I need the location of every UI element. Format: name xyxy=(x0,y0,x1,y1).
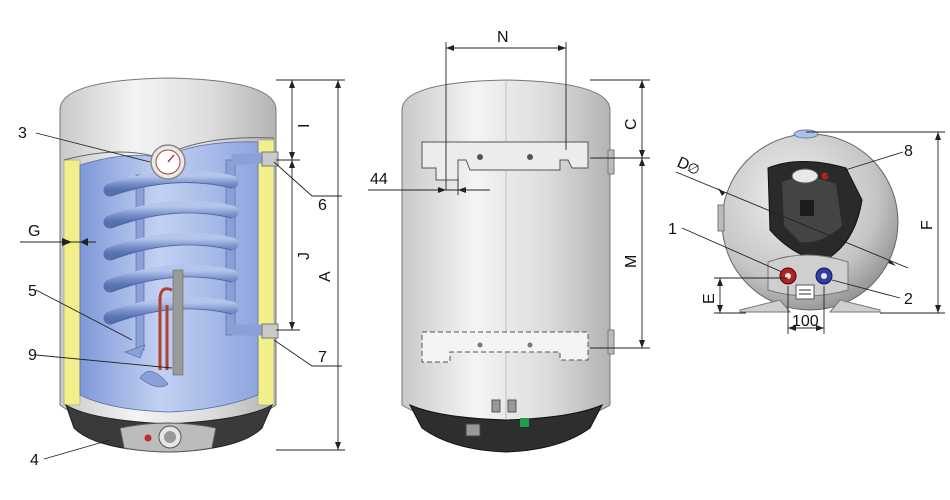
label-dim-i: I xyxy=(296,124,313,128)
label-part-5: 5 xyxy=(28,283,37,300)
back-view: N 44 C M xyxy=(368,29,650,453)
heating-element-loop xyxy=(158,287,173,370)
back-bottom-cover xyxy=(408,403,604,453)
label-dim-e: E xyxy=(701,293,718,304)
label-part-2: 2 xyxy=(904,291,913,308)
electrical-terminal xyxy=(465,423,481,437)
insulation-right xyxy=(257,139,275,406)
wall-bracket-lower xyxy=(421,331,589,363)
label-dim-j: J xyxy=(296,252,313,260)
label-part-8: 8 xyxy=(904,143,913,160)
label-dim-d-symbol: ∅ xyxy=(685,159,703,179)
coil-connector-lower xyxy=(261,323,279,339)
label-part-4: 4 xyxy=(30,452,39,469)
label-dim-m: M xyxy=(623,255,640,268)
label-part-1: 1 xyxy=(668,221,677,238)
label-dim-100: 100 xyxy=(792,313,819,330)
label-dim-44: 44 xyxy=(370,171,388,188)
label-dim-g: G xyxy=(28,223,40,240)
inlet-vertical-pipe xyxy=(135,174,145,351)
insulation-left xyxy=(63,159,81,406)
label-part-3: 3 xyxy=(18,125,27,142)
terminal-green xyxy=(520,418,529,427)
cutaway-view: 3 G 5 9 4 I J A 6 7 xyxy=(18,77,345,469)
indicator-light xyxy=(144,434,152,442)
wall-bracket-upper xyxy=(421,141,589,181)
label-dim-c: C xyxy=(623,118,640,130)
label-dim-f: F xyxy=(919,220,936,230)
label-part-7: 7 xyxy=(318,349,327,366)
label-part-6: 6 xyxy=(318,197,327,214)
label-dim-n: N xyxy=(497,29,509,46)
port-8 xyxy=(791,168,819,184)
anode-rod xyxy=(172,269,184,376)
top-view: 8 1 2 D ∅ F E 100 xyxy=(668,129,945,334)
label-part-9: 9 xyxy=(28,347,37,364)
label-dim-a: A xyxy=(317,271,334,282)
